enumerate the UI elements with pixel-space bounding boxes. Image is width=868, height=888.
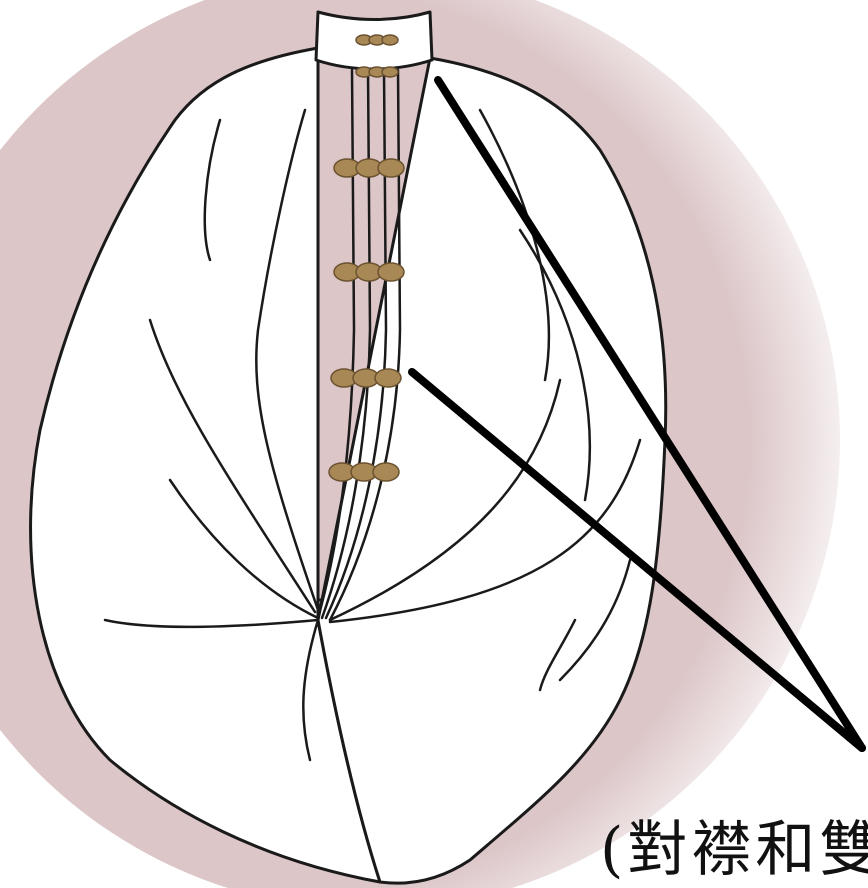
frog-button-icon — [329, 463, 399, 481]
frog-button-icon — [334, 263, 404, 281]
frog-button-icon — [356, 35, 398, 45]
frog-button-icon — [356, 67, 398, 77]
caption-label: (對襟和雙 — [600, 812, 868, 888]
frog-button-icon — [334, 159, 404, 177]
frog-button-icon — [331, 369, 401, 387]
